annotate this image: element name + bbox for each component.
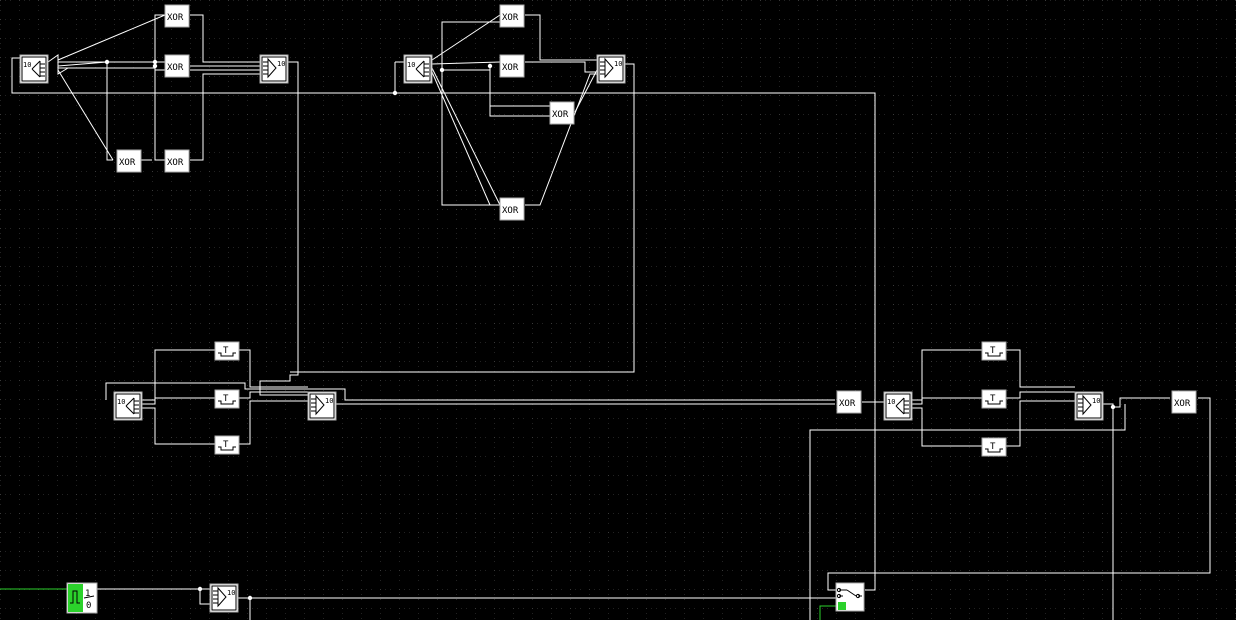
t-flipflop-icon [218,352,236,357]
t-label: T [223,394,229,404]
wires [0,14,1211,620]
xor-gate-icon: XOR [119,158,136,168]
xor-gate-icon: XOR [167,13,184,23]
bus-width-label: 10 [117,398,125,406]
xor-gate-9[interactable]: XOR [836,390,862,414]
joiner-3[interactable]: 10 [307,391,337,421]
joiner-icon [263,57,277,79]
splitter-icon [31,60,45,78]
splitter-3[interactable]: 10 [113,391,143,421]
joiner-2[interactable]: 10 [596,54,626,84]
t-flipflop-icon [985,448,1003,453]
t-flipflop-icon [985,352,1003,357]
clock-source[interactable]: 1 0 [66,582,98,614]
bus-width-label: 10 [325,397,333,405]
t-label: T [990,442,996,452]
clock-icon [70,590,80,604]
junction-dots [104,59,1116,601]
joiner-1[interactable]: 10 [259,54,289,84]
bus-width-label: 10 [277,60,285,68]
t-flipflop-2[interactable]: T [214,389,240,409]
switch[interactable] [835,582,865,612]
xor-gate-7[interactable]: XOR [549,101,575,125]
t-label: T [990,346,996,356]
bus-width-label: 10 [227,589,235,597]
joiner-icon [213,586,227,608]
xor-gate-icon: XOR [1174,399,1191,409]
xor-gate-icon: XOR [839,399,856,409]
xor-gate-8[interactable]: XOR [499,197,525,221]
t-flipflop-3[interactable]: T [214,435,240,455]
t-flipflop-4[interactable]: T [981,341,1007,361]
bus-width-label: 10 [23,61,31,69]
xor-gate-icon: XOR [167,63,184,73]
bus-width-label: 10 [614,60,622,68]
splitter-icon [895,397,909,415]
t-label: T [223,440,229,450]
xor-gate-4[interactable]: XOR [164,149,190,173]
xor-gate-3[interactable]: XOR [116,149,142,173]
xor-gate-10[interactable]: XOR [1171,390,1197,414]
t-flipflop-6[interactable]: T [981,437,1007,457]
xor-gate-icon: XOR [552,110,569,120]
joiner-icon [1078,394,1092,416]
splitter-4[interactable]: 10 [883,391,913,421]
splitter-icon [125,397,139,415]
xor-gate-icon: XOR [502,63,519,73]
t-label: T [223,346,229,356]
switch-icon [839,589,862,597]
t-flipflop-1[interactable]: T [214,341,240,361]
joiner-4[interactable]: 10 [1074,391,1104,421]
splitter-1[interactable]: 10 [19,54,49,84]
clock-on-label: 1 [85,589,90,599]
xor-gate-icon: XOR [502,13,519,23]
bus-width-label: 10 [887,398,895,406]
xor-gate-icon: XOR [167,158,184,168]
bus-width-label: 10 [407,61,415,69]
clock-off-label: 0 [86,601,91,611]
t-flipflop-icon [985,400,1003,405]
bus-width-label: 10 [1092,397,1100,405]
xor-gate-2[interactable]: XOR [164,54,190,78]
joiner-icon [311,394,325,416]
joiner-5[interactable]: 10 [209,583,239,613]
xor-gate-icon: XOR [502,206,519,216]
splitter-icon [415,60,429,78]
xor-gate-5[interactable]: XOR [499,4,525,28]
t-flipflop-icon [218,446,236,451]
t-label: T [990,394,996,404]
joiner-icon [600,57,614,79]
splitter-2[interactable]: 10 [403,54,433,84]
xor-gate-1[interactable]: XOR [164,4,190,28]
t-flipflop-icon [218,400,236,405]
xor-gate-6[interactable]: XOR [499,54,525,78]
t-flipflop-5[interactable]: T [981,389,1007,409]
